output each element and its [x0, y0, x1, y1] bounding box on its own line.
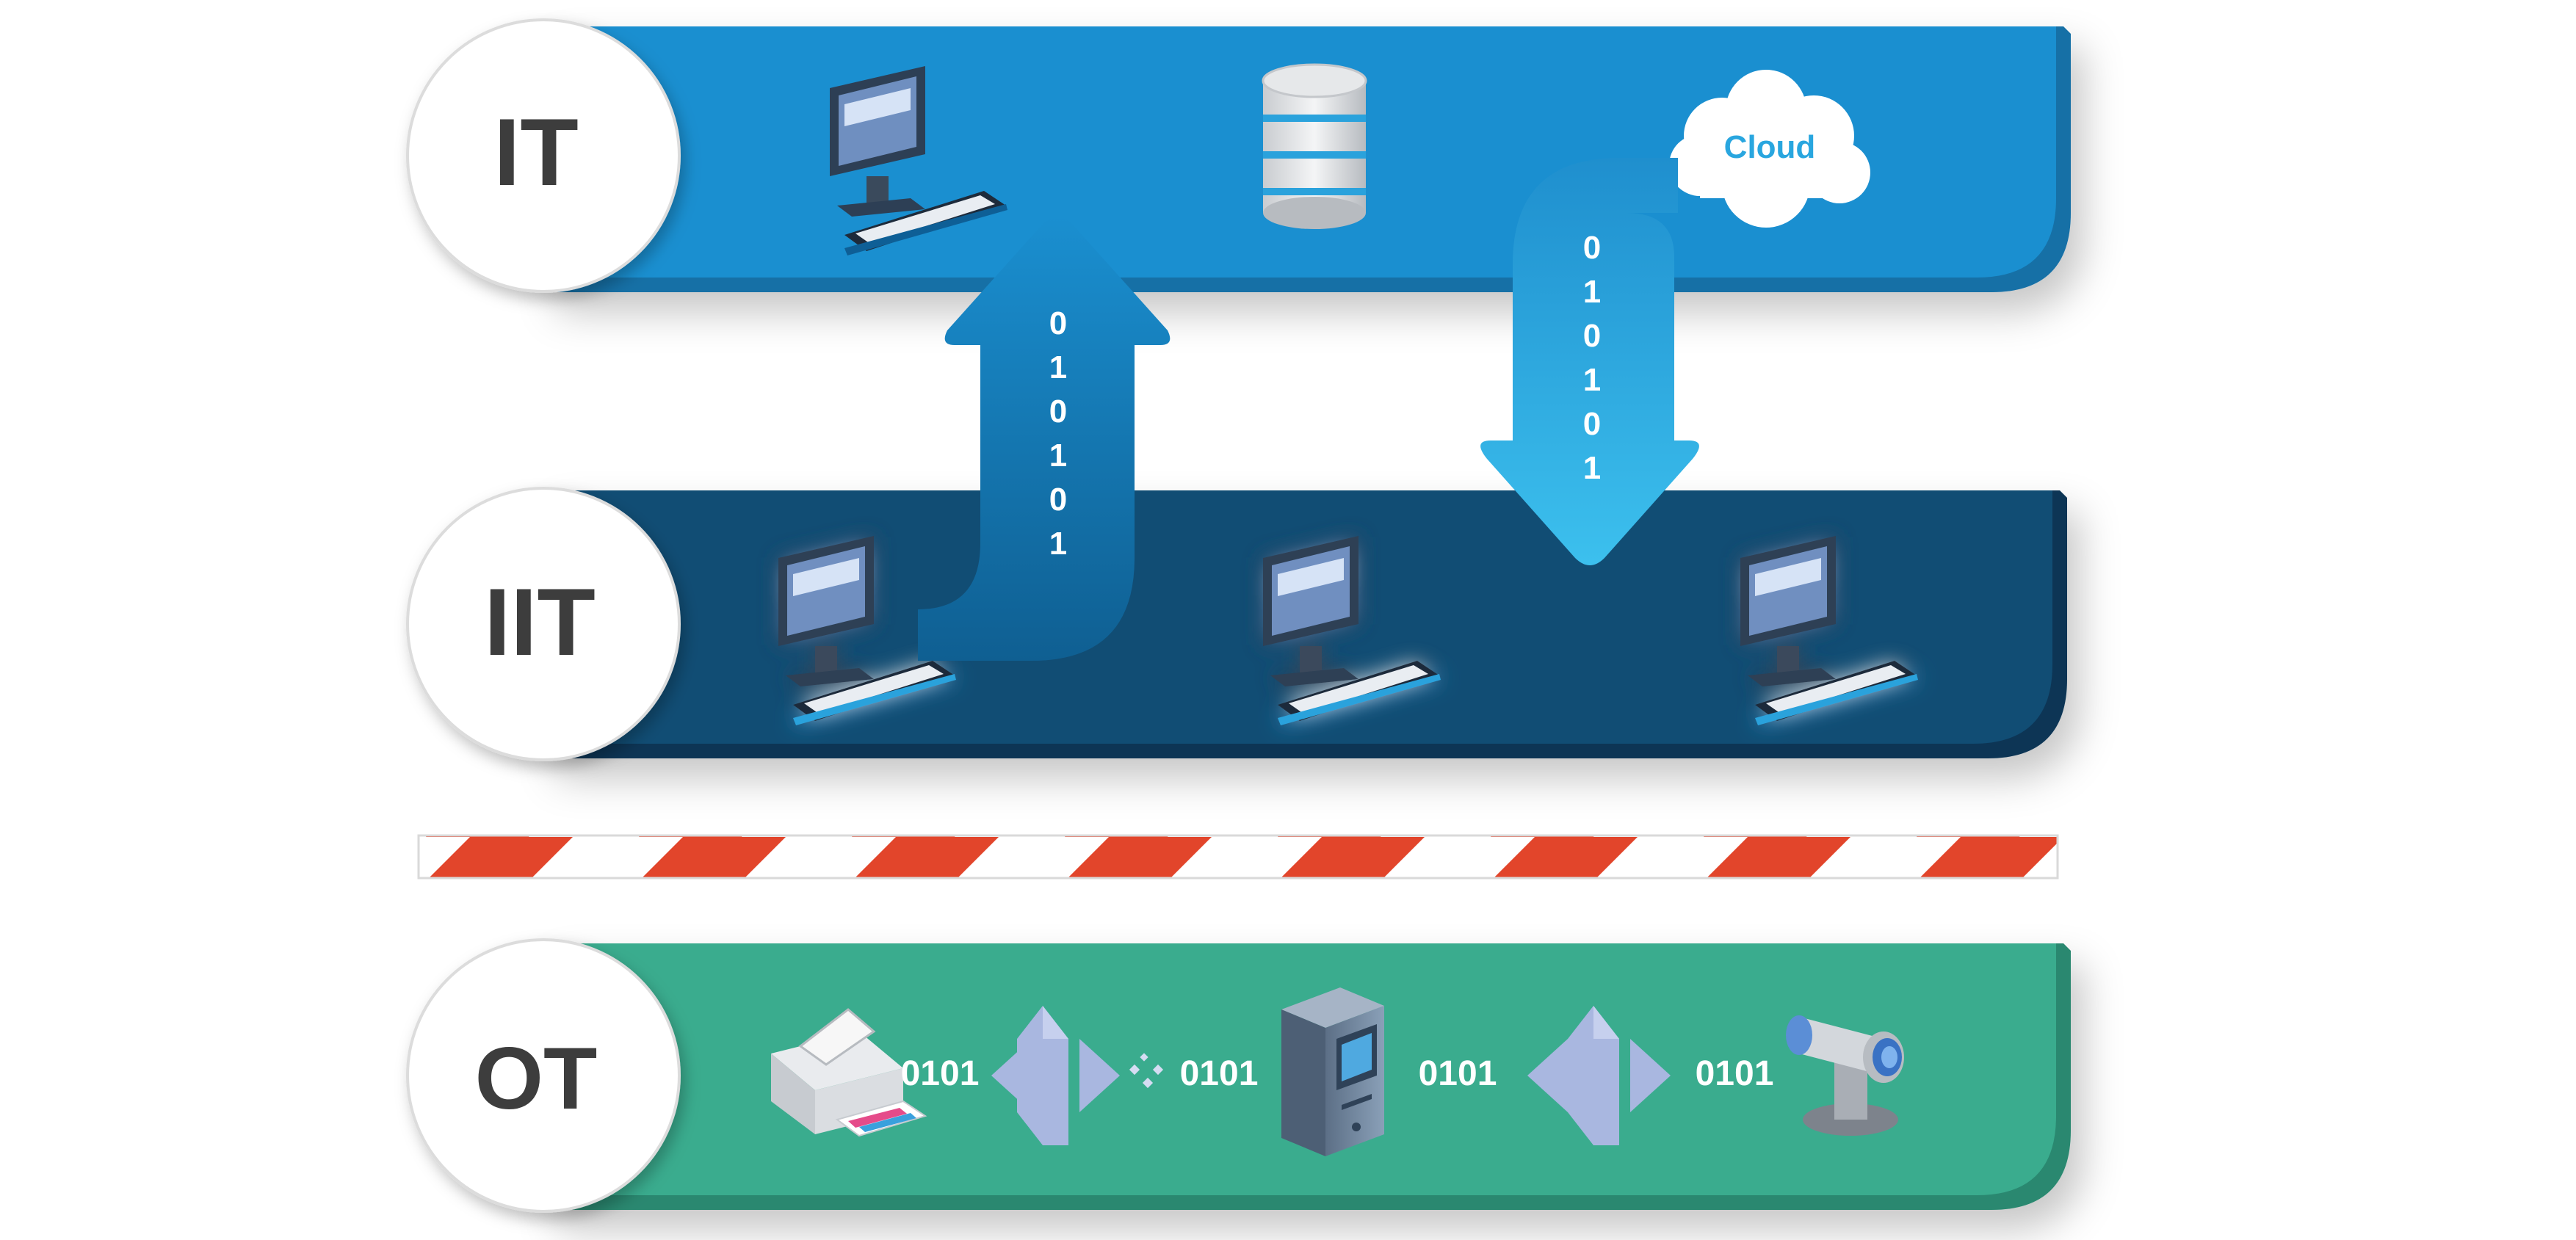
desktop-computer-icon: [778, 536, 956, 725]
cloud-label: Cloud: [1724, 129, 1816, 165]
desktop-computer-icon: [1740, 536, 1918, 725]
pipe-valve-icon: [1786, 1015, 1904, 1136]
ot-label-circle: [406, 938, 681, 1213]
database-icon: [1262, 63, 1367, 229]
up-arrow-shape: [918, 217, 1171, 661]
barrier-bar: [417, 834, 2059, 880]
ot-link-label: 0101: [1419, 1054, 1497, 1093]
security-barrier: [417, 834, 2059, 880]
network-switch-icon: [1527, 1006, 1671, 1145]
ot-link-label: 0101: [1180, 1054, 1259, 1093]
iit-label-circle: [406, 487, 681, 761]
bit-digit: 1: [1583, 274, 1601, 310]
bit-digit: 0: [1049, 394, 1067, 429]
bit-digit: 1: [1583, 450, 1601, 486]
desktop-computer-icon: [1263, 536, 1441, 725]
iit-layer: IIT: [406, 487, 2067, 761]
iit-label: IIT: [484, 568, 596, 675]
cloud-icon: Cloud: [1669, 70, 1870, 228]
bit-digit: 0: [1583, 230, 1601, 266]
bit-digit: 1: [1583, 362, 1601, 398]
printer-icon: [771, 1008, 927, 1137]
bit-digit: 1: [1049, 349, 1067, 385]
down-arrow-shape: [1480, 158, 1699, 565]
ot-link-label: 0101: [1696, 1054, 1774, 1093]
down-arrow: 0 1 0 1 0 1: [1480, 158, 1699, 565]
network-switch-icon: [991, 1006, 1164, 1145]
up-arrow-bits: 0 1 0 1 0 1: [1049, 305, 1067, 562]
it-layer: IT: [406, 18, 2071, 293]
desktop-computer-icon: [830, 66, 1007, 255]
it-label: IT: [493, 98, 579, 206]
bit-digit: 0: [1583, 406, 1601, 442]
ot-link-label: 0101: [901, 1054, 980, 1093]
ot-label: OT: [475, 1029, 598, 1128]
down-arrow-bits: 0 1 0 1 0 1: [1583, 230, 1601, 486]
bit-digit: 0: [1049, 305, 1067, 341]
ot-layer: OT: [406, 938, 2071, 1213]
bit-digit: 0: [1049, 482, 1067, 518]
up-arrow: 0 1 0 1 0 1: [918, 217, 1171, 661]
bit-digit: 1: [1049, 526, 1067, 562]
server-tower-icon: [1281, 987, 1384, 1156]
bit-digit: 1: [1049, 438, 1067, 474]
it-label-circle: [406, 18, 681, 293]
bit-digit: 0: [1583, 318, 1601, 354]
ot-link-labels: 0101 0101 0101 0101: [901, 1054, 1774, 1093]
